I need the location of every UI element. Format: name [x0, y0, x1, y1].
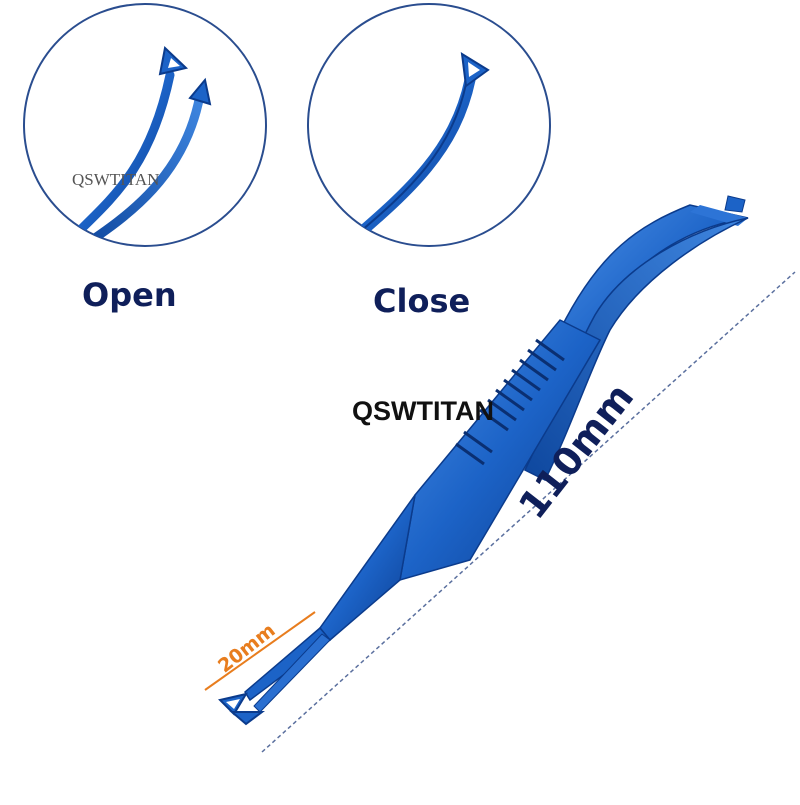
length-dimension-line — [261, 271, 796, 753]
grip-serrations — [455, 338, 565, 466]
circle-watermark: QSWTITAN — [72, 170, 160, 189]
forceps-tip-lower — [229, 711, 265, 726]
forceps — [218, 195, 749, 726]
tip-dimension-line — [204, 611, 316, 691]
open-tip-triangle-2 — [188, 77, 212, 106]
brand-watermark: QSWTITAN — [352, 396, 494, 426]
close-detail-circle — [307, 3, 551, 247]
open-label: Open — [82, 276, 177, 314]
close-label: Close — [373, 282, 471, 320]
open-detail-circle — [23, 3, 267, 247]
